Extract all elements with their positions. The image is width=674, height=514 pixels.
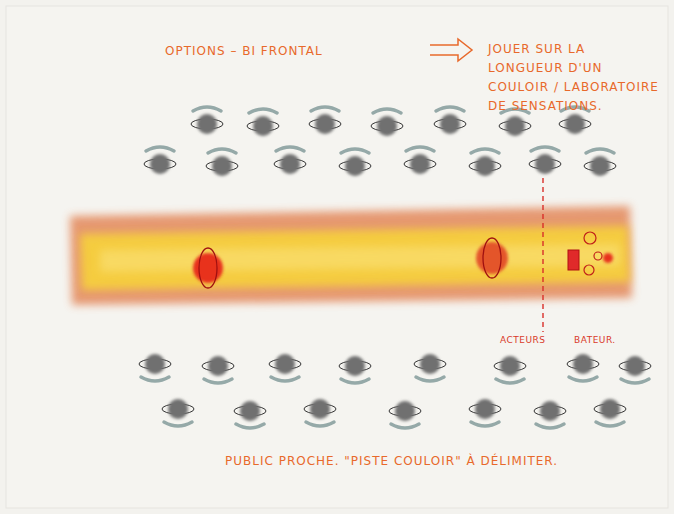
- footer-note: PUBLIC PROCHE. "PISTE COULOIR" À DÉLIMIT…: [225, 452, 625, 471]
- drummer: [568, 232, 613, 275]
- spectator: [619, 356, 651, 383]
- spectator: [567, 354, 599, 381]
- spectator: [162, 399, 194, 426]
- spectator: [499, 109, 531, 136]
- spectator: [469, 149, 501, 176]
- spectator: [309, 107, 341, 134]
- spectator: [494, 356, 526, 383]
- spectator: [274, 147, 306, 174]
- spectator: [234, 401, 266, 428]
- spectator: [144, 147, 176, 174]
- divider-line: [542, 178, 543, 332]
- spectator: [269, 354, 301, 381]
- paper: [6, 6, 668, 508]
- spectator: [414, 354, 446, 381]
- spectator: [206, 149, 238, 176]
- spectator: [534, 401, 566, 428]
- stage-corridor: [70, 206, 632, 305]
- spectator: [339, 149, 371, 176]
- spectator: [202, 356, 234, 383]
- spectator: [404, 147, 436, 174]
- spectator: [139, 354, 171, 381]
- audience: [139, 107, 651, 428]
- spectator: [529, 147, 561, 174]
- spectator: [594, 399, 626, 426]
- spectator: [191, 107, 223, 134]
- actors: [193, 238, 508, 288]
- spectator: [304, 399, 336, 426]
- note: JOUER SUR LA LONGUEUR D'UN COULOIR / LAB…: [488, 40, 660, 116]
- actors-label: ACTEURS: [500, 334, 546, 346]
- spectator: [584, 149, 616, 176]
- spectator: [247, 109, 279, 136]
- spectator: [469, 399, 501, 426]
- drummer-label: BATEUR.: [574, 334, 616, 346]
- spectator: [339, 356, 371, 383]
- spectator: [434, 107, 466, 134]
- double-arrow: [430, 39, 472, 61]
- title: OPTIONS – BI FRONTAL: [165, 42, 425, 61]
- spectator: [389, 401, 421, 428]
- spectator: [371, 109, 403, 136]
